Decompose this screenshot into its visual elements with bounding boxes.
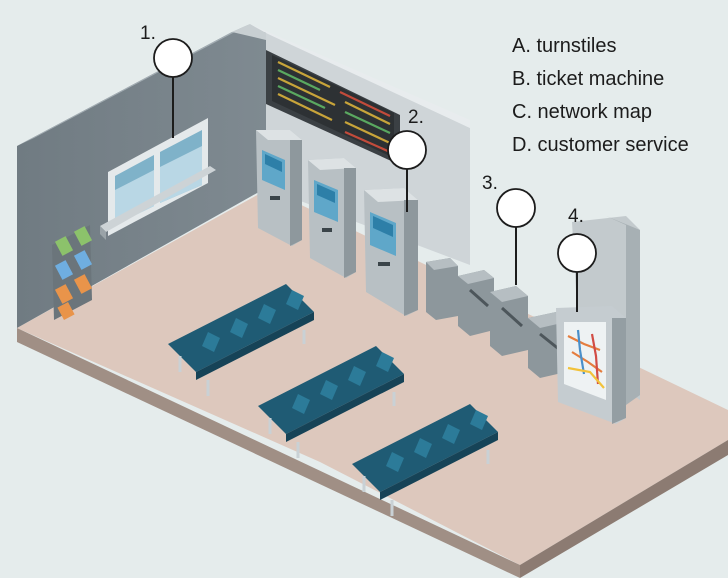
- callout-number: 2.: [408, 107, 424, 128]
- callout-number: 3.: [482, 173, 498, 194]
- brochure-rack: [52, 225, 93, 320]
- callout-3: 3.: [482, 173, 536, 285]
- callout-circle: [557, 233, 597, 273]
- ticket-machine: [256, 130, 302, 246]
- callout-circle: [387, 130, 427, 170]
- callout-number: 1.: [140, 23, 156, 44]
- legend-item-customer-service: D. customer service: [512, 134, 689, 156]
- seating-row: [258, 346, 404, 458]
- legend: A. turnstiles B. ticket machine C. netwo…: [512, 30, 726, 162]
- seating-row: [168, 284, 314, 396]
- turnstile: [426, 258, 458, 320]
- callout-circle: [153, 38, 193, 78]
- turnstile: [458, 270, 494, 336]
- callout-2: 2.: [387, 107, 427, 212]
- turnstile: [490, 286, 528, 356]
- legend-item-turnstiles: A. turnstiles: [512, 35, 617, 57]
- callout-circle: [496, 188, 536, 228]
- callout-number: 4.: [568, 206, 584, 227]
- legend-item-network-map: C. network map: [512, 101, 653, 123]
- customer-service-window: [100, 118, 216, 240]
- callout-4: 4.: [557, 206, 597, 312]
- departure-board: [266, 50, 400, 165]
- ticket-machine: [308, 158, 356, 278]
- ticket-machine: [364, 188, 418, 316]
- seating-row: [352, 404, 498, 516]
- network-map-board: [556, 306, 626, 424]
- legend-item-ticket-machine: B. ticket machine: [512, 68, 665, 90]
- callout-1: 1.: [140, 23, 193, 138]
